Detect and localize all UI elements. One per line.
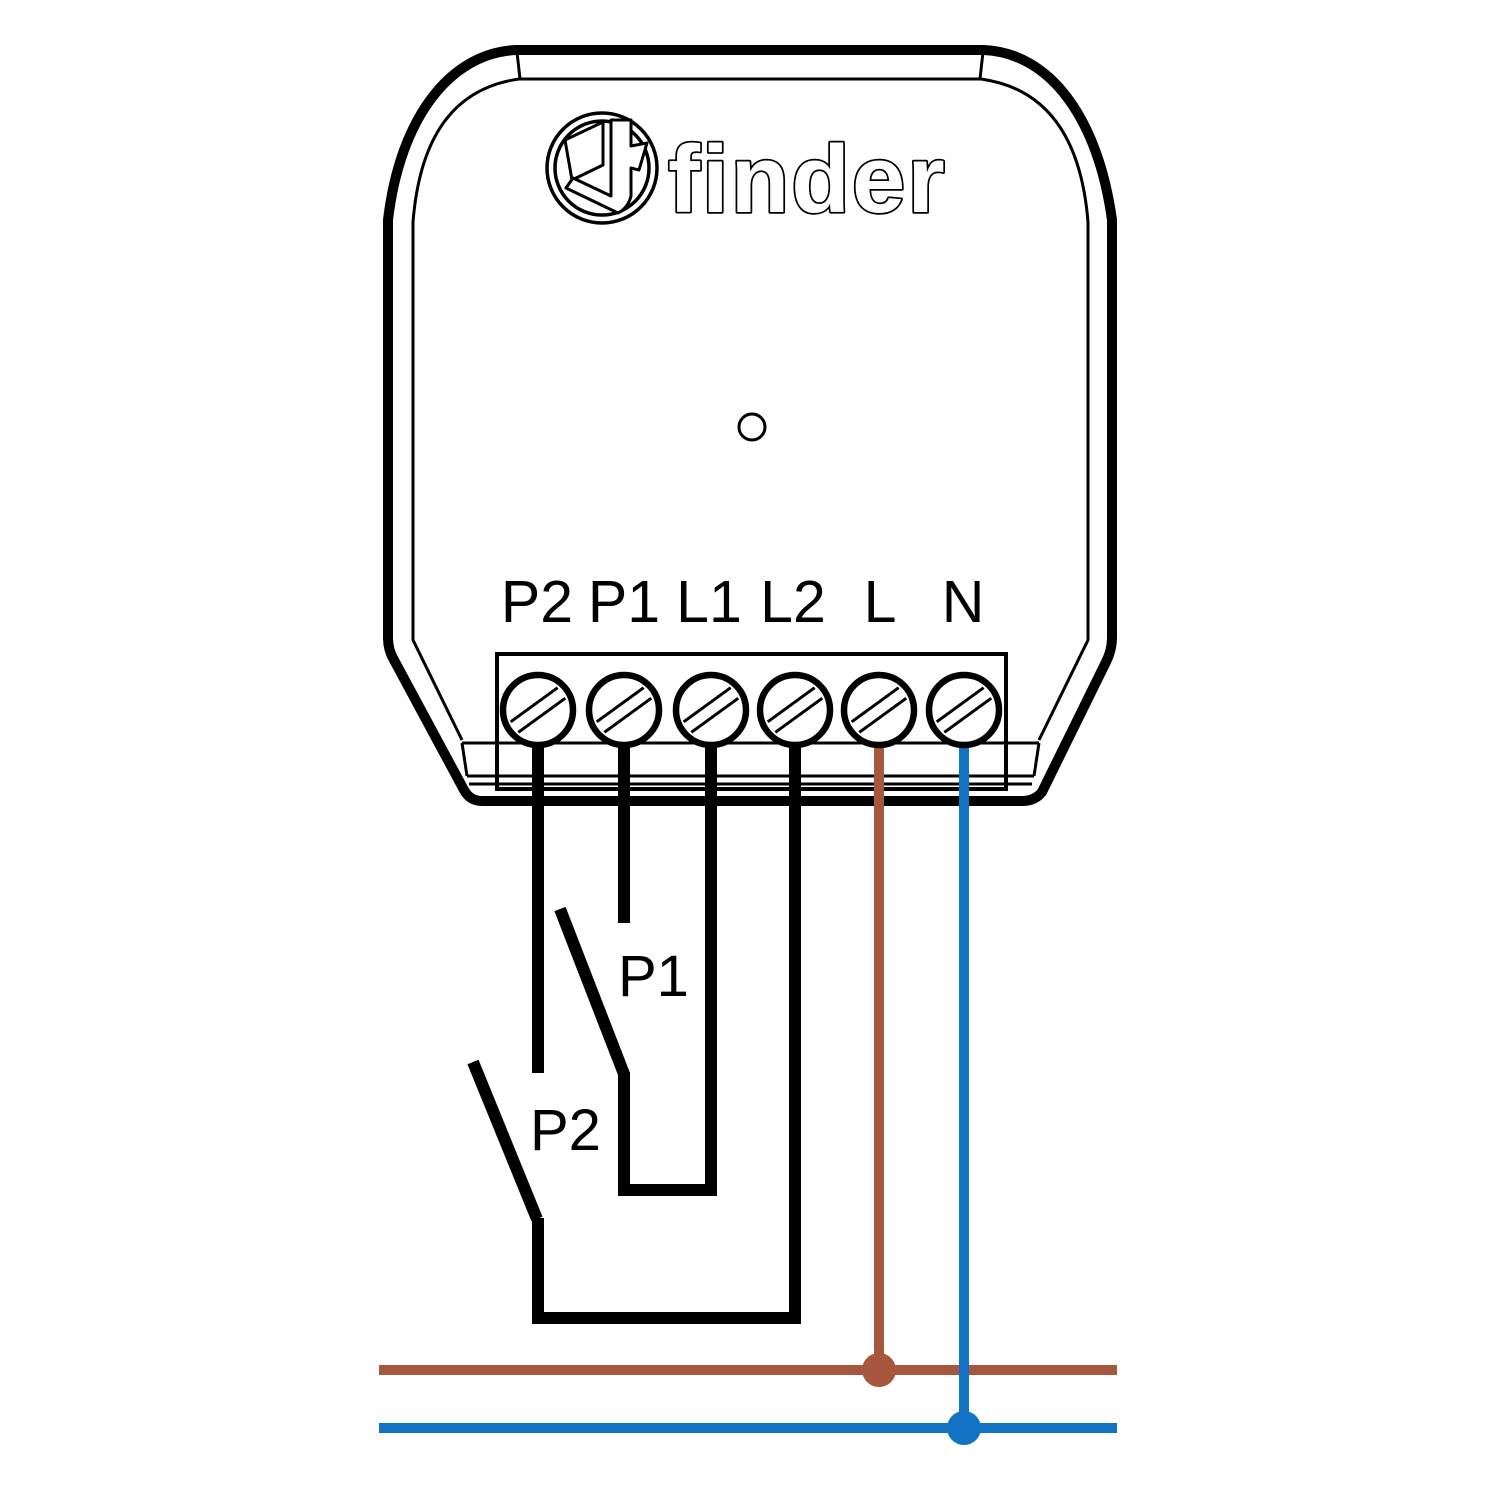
terminal-screw-l [840, 671, 918, 749]
switch-p2-lever [467, 1059, 543, 1222]
terminal-screw-l1 [672, 671, 750, 749]
terminal-screw-l2 [756, 671, 834, 749]
junction-dot-l [862, 1353, 896, 1387]
brand-wordmark: finder [668, 126, 947, 233]
device-lid-notch-right [978, 51, 985, 80]
device-lid-notch-left [515, 51, 522, 80]
terminal-label-l1: L1 [676, 569, 742, 635]
junction-dot-n [947, 1411, 981, 1445]
terminal-label-n: N [942, 569, 985, 635]
terminal-label-l2: L2 [760, 569, 826, 635]
device-center-hole [737, 412, 767, 442]
device-face-bevel-left [460, 742, 469, 777]
terminal-label-p2: P2 [501, 569, 573, 635]
device-inner-edge-left [411, 77, 520, 741]
switch-label-p2: P2 [530, 1098, 601, 1163]
terminal-screw-n [925, 671, 1003, 749]
switch-label-p1: P1 [618, 944, 689, 1009]
terminal-label-l: L [864, 569, 897, 635]
logo-mark-arrow [564, 118, 649, 215]
terminal-screw-p2 [499, 671, 577, 749]
terminal-label-p1: P1 [588, 569, 660, 635]
wire-p1-to-l1 [618, 712, 717, 1196]
device-face-bevel-right [1032, 742, 1041, 777]
terminal-block [495, 652, 1008, 791]
logo-mark-wedge [563, 120, 605, 182]
wire-p2-to-l2 [532, 712, 801, 1324]
terminal-screw-p1 [585, 671, 663, 749]
device-inner-edge-right [980, 77, 1090, 741]
switch-p1-lever [554, 906, 630, 1077]
